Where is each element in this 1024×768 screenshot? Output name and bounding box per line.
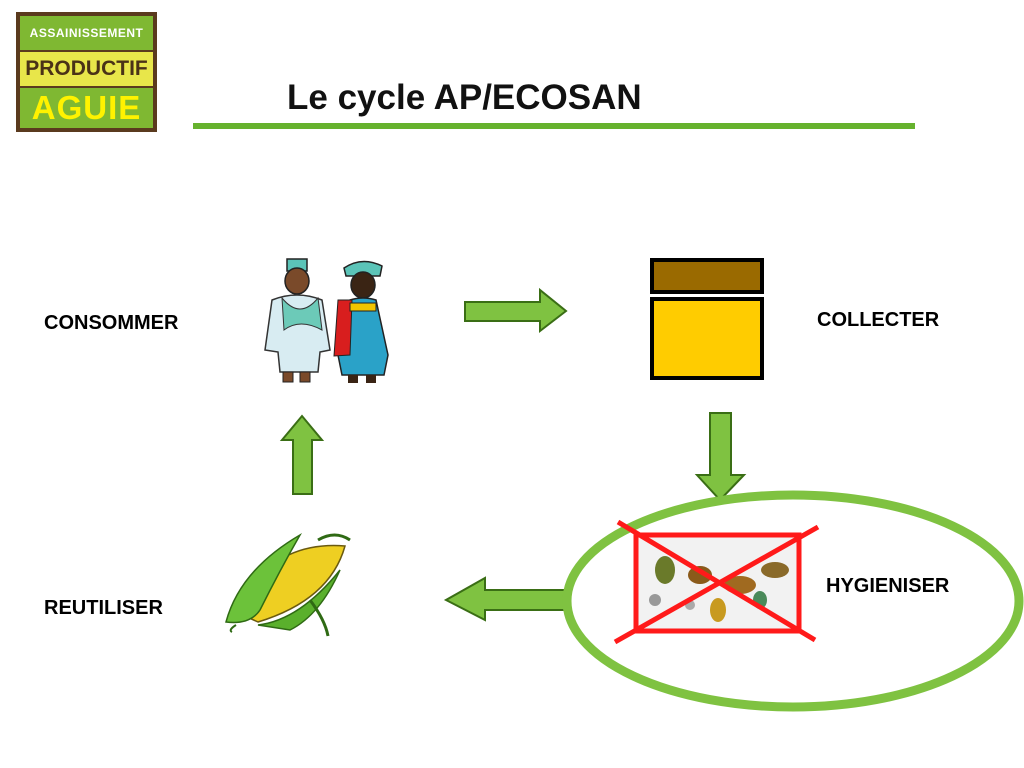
- logo-line-2: PRODUCTIF: [20, 52, 153, 86]
- cross-icon: [613, 519, 820, 645]
- collection-bin-icon: [650, 258, 764, 380]
- arrow-left-icon: [443, 576, 571, 622]
- arrow-up-icon: [279, 414, 325, 495]
- logo-line-3: AGUIE: [20, 88, 153, 128]
- arrow-down-icon: [694, 412, 747, 502]
- logo: ASSAINISSEMENT PRODUCTIF AGUIE: [16, 12, 157, 132]
- people-icon: [264, 258, 389, 383]
- page-title: Le cycle AP/ECOSAN: [287, 78, 642, 117]
- label-consommer: CONSOMMER: [44, 312, 179, 334]
- arrow-right-icon: [464, 287, 568, 334]
- highlight-ellipse: [562, 490, 1024, 712]
- label-hygieniser: HYGIENISER: [826, 575, 950, 597]
- label-collecter: COLLECTER: [817, 309, 940, 331]
- corn-icon: [225, 532, 351, 637]
- logo-line-1: ASSAINISSEMENT: [20, 16, 153, 50]
- label-reutiliser: REUTILISER: [44, 597, 163, 619]
- title-underline: [193, 123, 915, 129]
